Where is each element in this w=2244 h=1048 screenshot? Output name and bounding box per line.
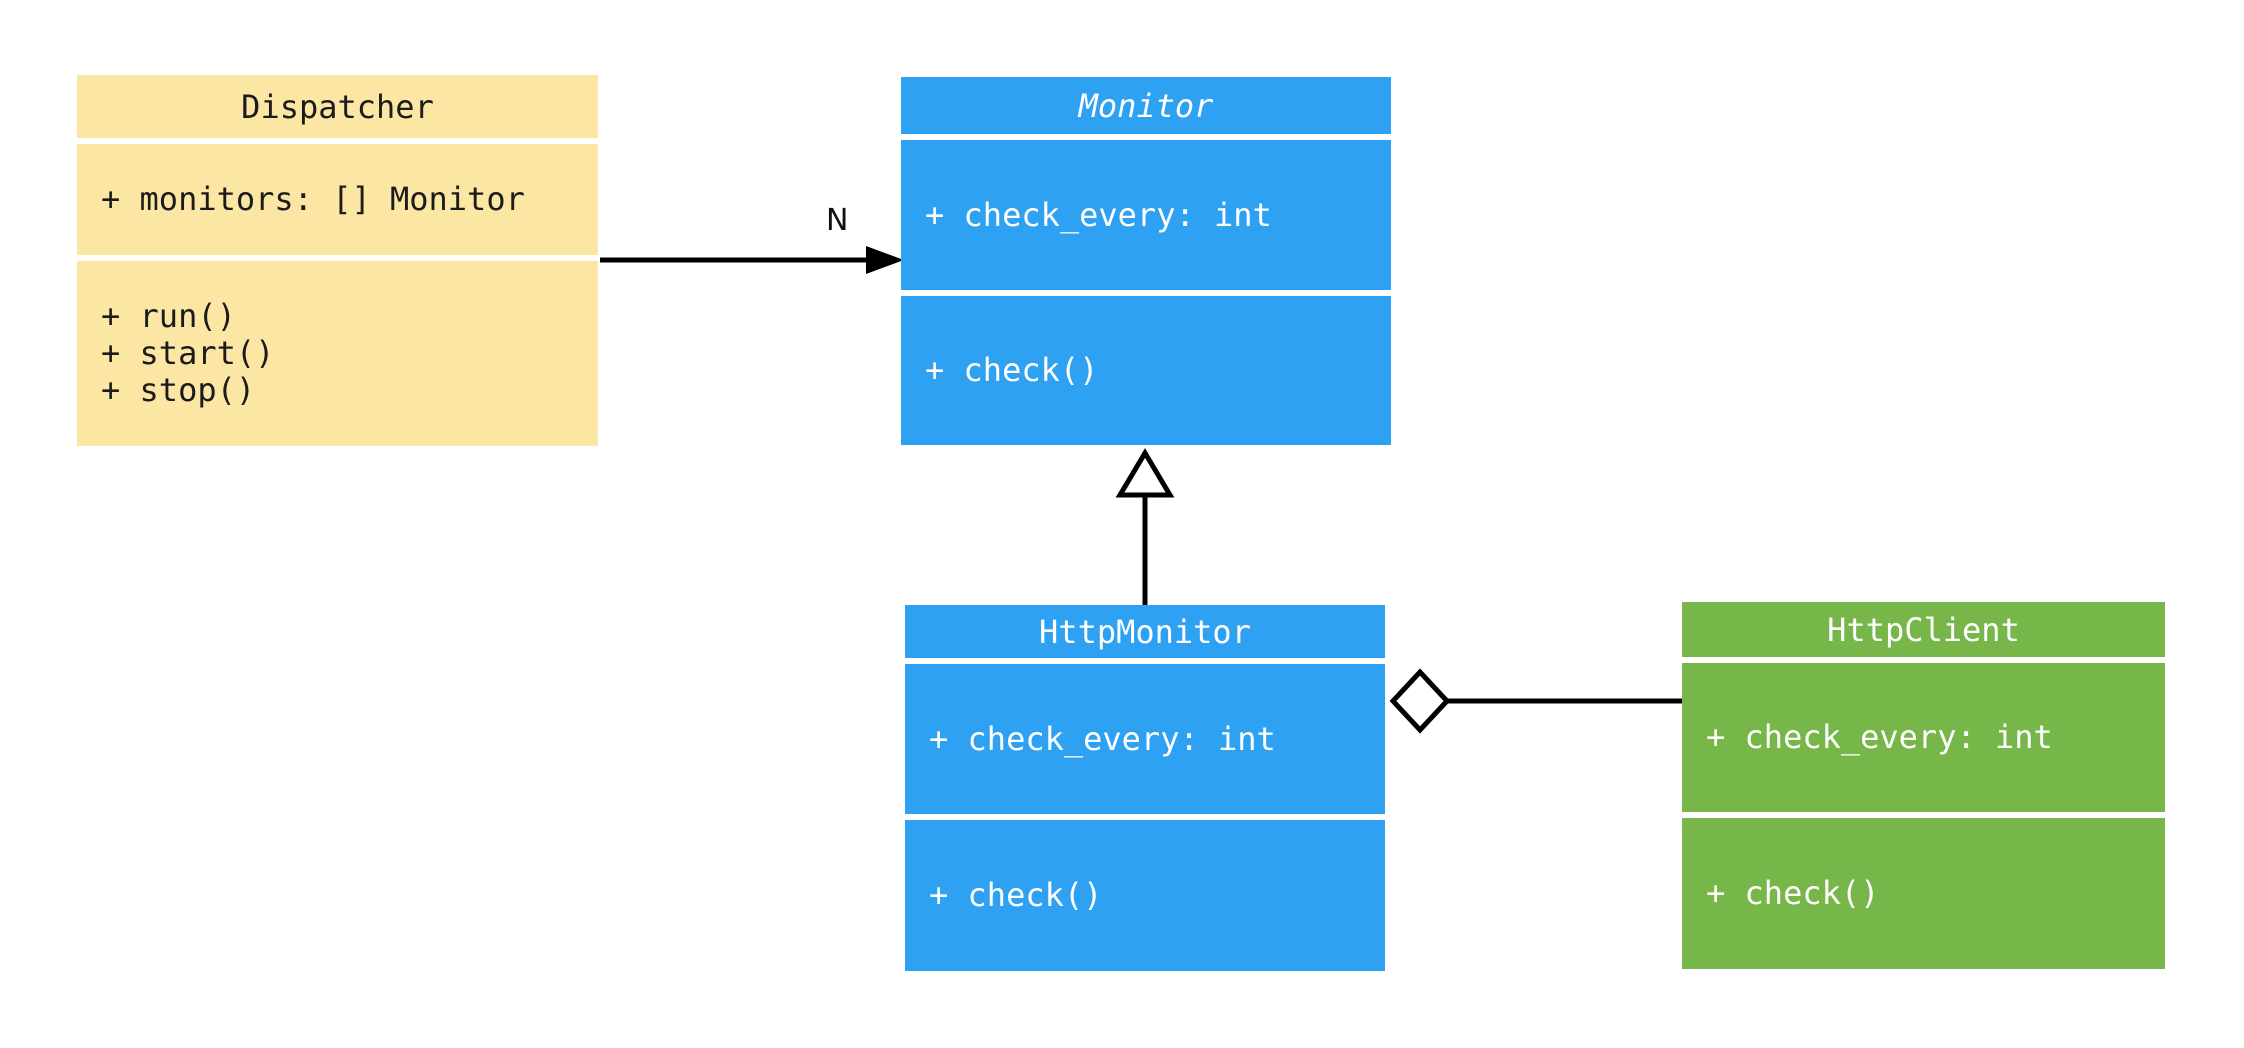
class-title: Dispatcher [77, 75, 598, 138]
class-attributes-section: + monitors: [] Monitor [77, 144, 598, 255]
method-item: + stop() [101, 371, 256, 409]
class-methods-section: + run() + start() + stop() [77, 261, 598, 446]
method-item: + start() [101, 334, 275, 372]
class-box-monitor: Monitor + check_every: int + check() [901, 77, 1391, 445]
aggregation-httpmonitor-httpclient [1389, 668, 1682, 734]
class-title: Monitor [901, 77, 1391, 134]
attribute-item: + check_every: int [1706, 718, 2053, 756]
method-item: + check() [929, 876, 1103, 914]
class-attributes-section: + check_every: int [905, 664, 1385, 814]
attribute-item: + check_every: int [929, 719, 1276, 758]
class-attributes-section: + check_every: int [1682, 663, 2165, 812]
class-title: HttpClient [1682, 602, 2165, 657]
arrowhead-icon [866, 246, 904, 274]
class-title: HttpMonitor [905, 605, 1385, 658]
class-methods-section: + check() [1682, 818, 2165, 969]
class-box-httpclient: HttpClient + check_every: int + check() [1682, 602, 2165, 969]
method-item: + check() [1706, 874, 1880, 912]
class-methods-section: + check() [905, 820, 1385, 971]
class-methods-section: + check() [901, 296, 1391, 445]
attribute-item: + check_every: int [925, 195, 1272, 234]
class-box-httpmonitor: HttpMonitor + check_every: int + check() [905, 605, 1385, 971]
class-attributes-section: + check_every: int [901, 140, 1391, 290]
inheritance-httpmonitor-monitor [1115, 448, 1175, 605]
aggregation-diamond-icon [1389, 668, 1451, 734]
multiplicity-label: N [826, 203, 849, 238]
class-box-dispatcher: Dispatcher + monitors: [] Monitor + run(… [77, 75, 598, 446]
inheritance-triangle-icon [1115, 448, 1175, 498]
association-dispatcher-monitor [600, 246, 904, 274]
method-item: + run() [101, 297, 236, 335]
method-item: + check() [925, 351, 1099, 389]
attribute-item: + monitors: [] Monitor [101, 180, 525, 218]
